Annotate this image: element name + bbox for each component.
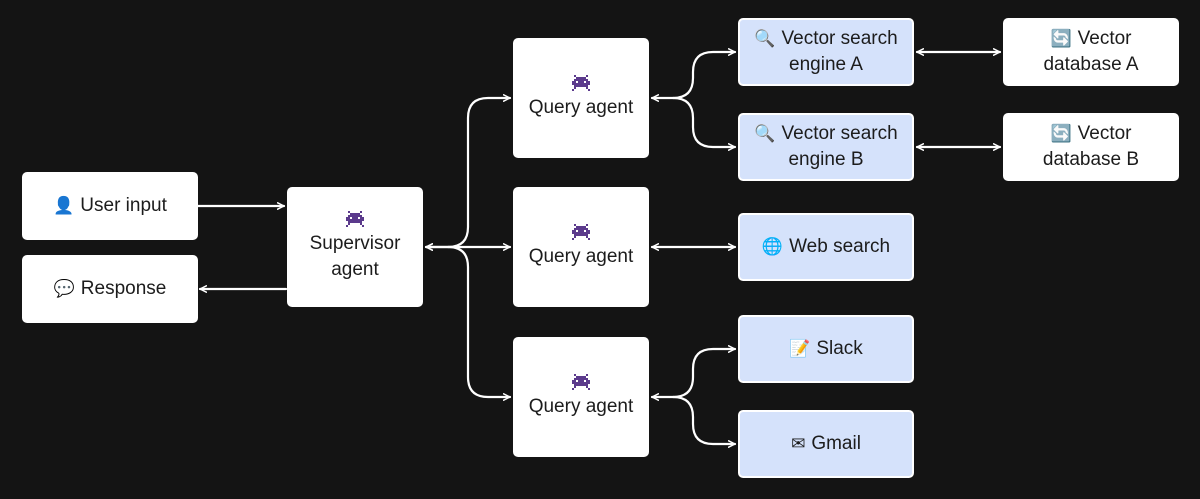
robot-icon xyxy=(572,224,590,240)
vector-search-b-label-line-2: engine B xyxy=(788,149,864,170)
query-agent-node-2: Query agent xyxy=(513,187,649,307)
globe-icon: 🌐 xyxy=(761,237,784,257)
user-input-label: User input xyxy=(80,195,167,216)
arrow-query-agent-3-to-slack xyxy=(650,345,737,401)
query-agent-label: Query agent xyxy=(528,97,634,118)
vector-search-engine-b-node: 🔍Vector search engine B xyxy=(738,113,914,181)
vector-db-b-label-line-2: database B xyxy=(1042,149,1140,170)
robot-icon xyxy=(572,75,590,91)
query-agent-node-1: Query agent xyxy=(513,38,649,158)
vector-search-a-label-line-2: engine A xyxy=(789,54,863,75)
vector-db-a-label-line-1: Vector xyxy=(1077,28,1132,49)
slack-node: 📝Slack xyxy=(738,315,914,383)
magnifier-icon: 🔍 xyxy=(754,29,776,49)
user-input-node: 👤User input xyxy=(22,172,198,240)
vector-database-a-node: 🔄Vector database A xyxy=(1003,18,1179,86)
supervisor-label-line-1: Supervisor xyxy=(309,233,401,254)
query-agent-label: Query agent xyxy=(528,246,634,267)
envelope-icon: ✉ xyxy=(791,434,806,454)
supervisor-label-line-2: agent xyxy=(331,259,379,280)
refresh-icon: 🔄 xyxy=(1050,29,1072,49)
vector-db-b-label-line-1: Vector xyxy=(1077,123,1132,144)
web-search-node: 🌐Web search xyxy=(738,213,914,281)
slack-label: Slack xyxy=(816,338,863,359)
robot-icon xyxy=(572,374,590,390)
web-search-label: Web search xyxy=(789,236,891,257)
vector-db-a-label-line-2: database A xyxy=(1043,54,1139,75)
arrow-supervisor-to-query-agent-1 xyxy=(424,94,512,251)
refresh-icon: 🔄 xyxy=(1050,124,1072,144)
query-agent-node-3: Query agent xyxy=(513,337,649,457)
memo-icon: 📝 xyxy=(789,339,811,359)
vector-search-a-label-line-1: Vector search xyxy=(781,28,898,49)
vector-search-engine-a-node: 🔍Vector search engine A xyxy=(738,18,914,86)
response-label: Response xyxy=(80,278,167,299)
vector-search-b-label-line-1: Vector search xyxy=(781,123,898,144)
magnifier-icon: 🔍 xyxy=(754,124,776,144)
vector-database-b-node: 🔄Vector database B xyxy=(1003,113,1179,181)
gmail-label: Gmail xyxy=(811,433,861,454)
gmail-node: ✉Gmail xyxy=(738,410,914,478)
robot-icon xyxy=(346,211,364,227)
query-agent-label: Query agent xyxy=(528,396,634,417)
supervisor-agent-node: Supervisor agent xyxy=(287,187,423,307)
arrow-query-agent-1-to-vector-search-b xyxy=(671,96,737,151)
arrow-query-agent-3-to-gmail xyxy=(671,395,737,448)
arrow-query-agent-1-to-vector-search-a xyxy=(650,48,737,102)
bust-in-silhouette-icon: 👤 xyxy=(53,196,75,216)
speech-balloon-icon: 💬 xyxy=(53,279,75,299)
arrow-supervisor-to-query-agent-3 xyxy=(446,245,512,401)
response-node: 💬Response xyxy=(22,255,198,323)
